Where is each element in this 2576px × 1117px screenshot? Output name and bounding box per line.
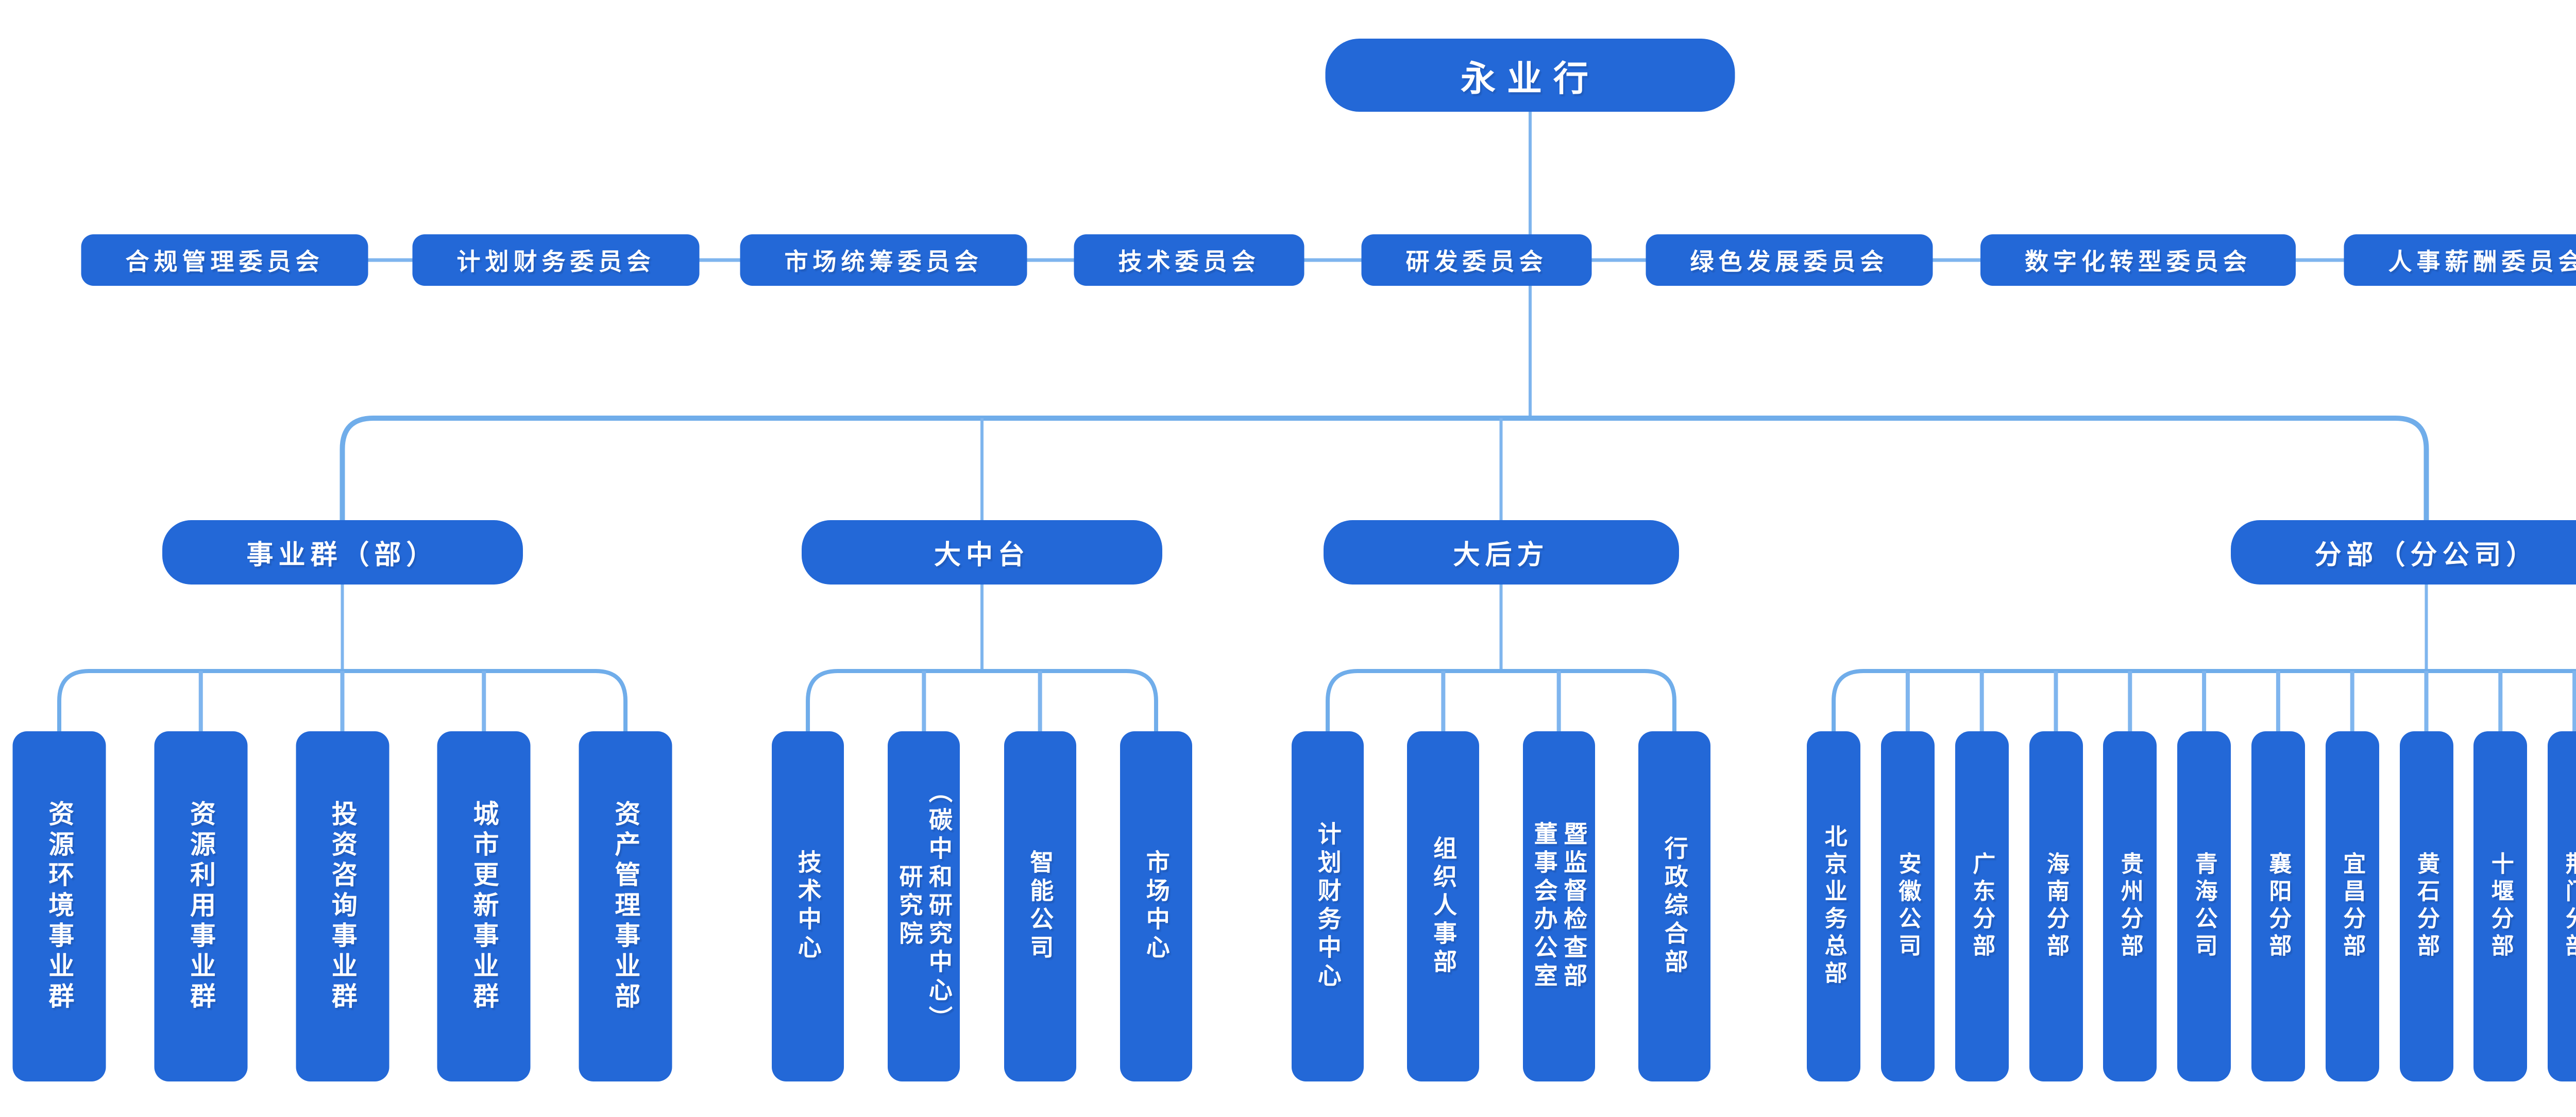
leaf-label: 襄阳分部: [2265, 852, 2292, 961]
group-header-node: 大后方: [1323, 520, 1679, 585]
leaf-label: 资源利用事业群: [186, 800, 216, 1013]
leaf-label: 城市更新事业群: [469, 800, 499, 1013]
committee-node: 市场统筹委员会: [740, 234, 1027, 286]
leaf-node: 广东分部: [1955, 731, 2009, 1081]
leaf-label: 技术中心: [794, 850, 822, 963]
leaf-label: 市场中心: [1142, 850, 1171, 963]
leaf-node: 北京业务总部: [1807, 731, 1861, 1081]
group-header-node: 分部（分公司）: [2230, 520, 2576, 585]
group-header-node: 事业群（部）: [162, 520, 523, 585]
leaf-node: 资源利用事业群: [154, 731, 248, 1081]
committee-node: 计划财务委员会: [412, 234, 700, 286]
committee-node: 人事薪酬委员会: [2344, 234, 2576, 286]
leaf-node: 海南分部: [2029, 731, 2083, 1081]
leaf-node: 襄阳分部: [2251, 731, 2305, 1081]
leaf-node: 市场中心: [1120, 731, 1192, 1081]
leaf-label: 资源环境事业群: [44, 800, 75, 1013]
leaf-node: 研究院 （碳中和研究中心）: [888, 731, 960, 1081]
leaf-node: 安徽公司: [1880, 731, 1935, 1081]
leaf-label: 宜昌分部: [2339, 852, 2366, 961]
leaf-node: 计划财务中心: [1292, 731, 1364, 1081]
leaf-node: 贵州分部: [2103, 731, 2157, 1081]
leaf-node: 投资咨询事业群: [296, 731, 389, 1081]
leaf-label: 智能公司: [1026, 850, 1055, 963]
leaf-label: 黄石分部: [2413, 852, 2439, 961]
leaf-node: 荆门分部: [2548, 731, 2576, 1081]
committee-node: 研发委员会: [1361, 234, 1592, 286]
leaf-label: 资产管理事业部: [611, 800, 641, 1013]
committee-node: 合规管理委员会: [81, 234, 368, 286]
leaf-node: 资源环境事业群: [12, 731, 106, 1081]
leaf-node: 资产管理事业部: [579, 731, 672, 1081]
committee-node: 数字化转型委员会: [1980, 234, 2296, 286]
leaf-label: 安徽公司: [1894, 852, 1921, 961]
leaf-label: 董事会办公室 暨监督检查部: [1530, 821, 1588, 991]
leaf-node: 行政综合部: [1638, 731, 1710, 1081]
leaf-label: 投资咨询事业群: [327, 800, 358, 1013]
leaf-label: 研究院 （碳中和研究中心）: [895, 779, 953, 1034]
leaf-node: 宜昌分部: [2325, 731, 2379, 1081]
leaf-node: 城市更新事业群: [437, 731, 531, 1081]
leaf-node: 青海公司: [2177, 731, 2231, 1081]
leaf-label: 青海公司: [2191, 852, 2217, 961]
committee-node: 绿色发展委员会: [1646, 234, 1933, 286]
leaf-label: 荆门分部: [2561, 852, 2576, 961]
leaf-label: 海南分部: [2043, 852, 2069, 961]
leaf-label: 贵州分部: [2116, 852, 2143, 961]
connector-line: [340, 416, 2429, 523]
leaf-label: 行政综合部: [1660, 835, 1689, 977]
leaf-label: 计划财务中心: [1314, 821, 1342, 991]
leaf-node: 技术中心: [772, 731, 844, 1081]
leaf-node: 智能公司: [1004, 731, 1076, 1081]
leaf-label: 组织人事部: [1430, 835, 1458, 977]
leaf-node: 黄石分部: [2399, 731, 2453, 1081]
leaf-node: 十堰分部: [2473, 731, 2528, 1081]
root-node: 永业行: [1325, 39, 1735, 112]
group-header-node: 大中台: [802, 520, 1162, 585]
leaf-node: 董事会办公室 暨监督检查部: [1522, 731, 1595, 1081]
connector-line: [1326, 669, 1676, 734]
leaf-label: 北京业务总部: [1820, 824, 1847, 988]
leaf-label: 十堰分部: [2487, 852, 2514, 961]
leaf-node: 组织人事部: [1407, 731, 1480, 1081]
committee-node: 技术委员会: [1074, 234, 1304, 286]
leaf-label: 广东分部: [1969, 852, 1995, 961]
connector-line: [806, 669, 1158, 734]
